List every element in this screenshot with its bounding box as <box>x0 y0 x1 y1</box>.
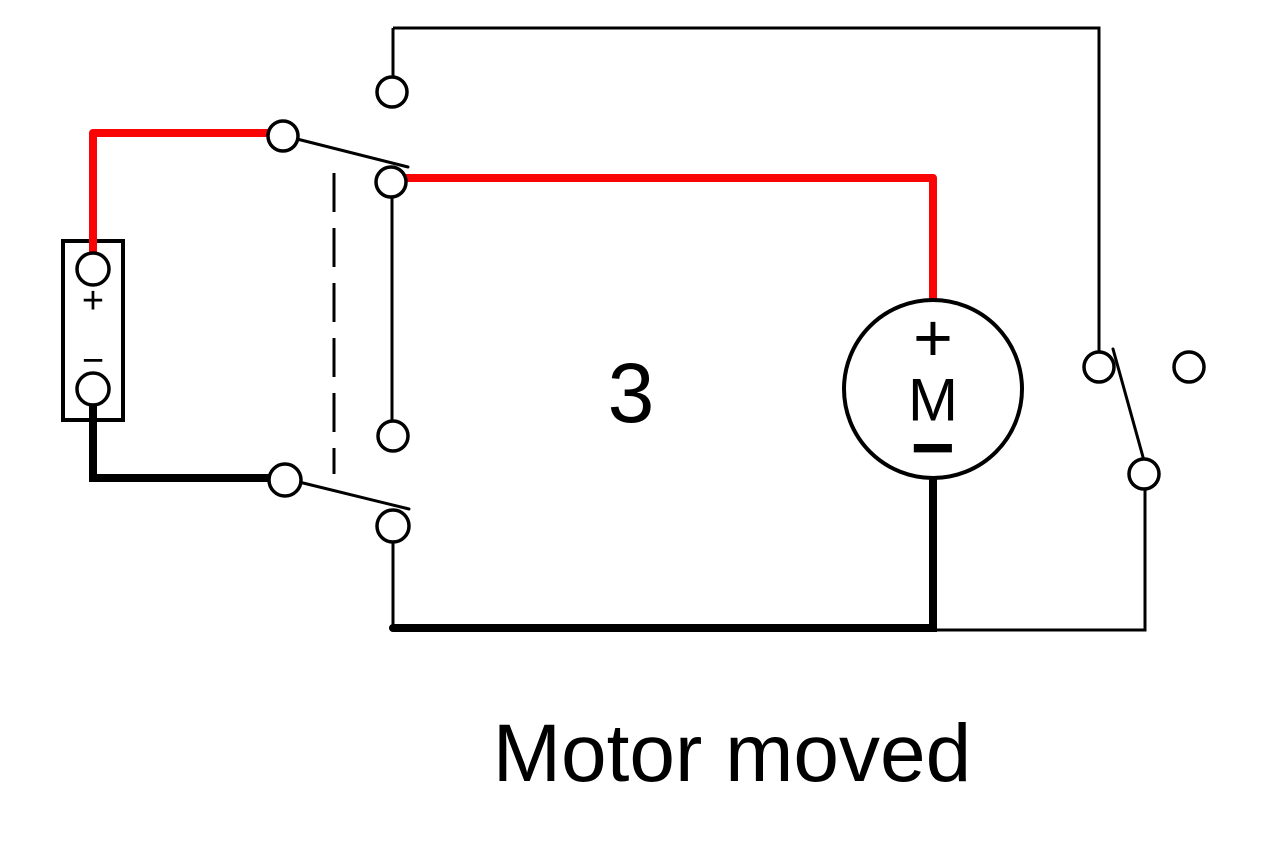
left-switch-pole2-common-terminal <box>267 462 303 498</box>
battery-plus-sign: + <box>82 280 104 322</box>
motor-positive-wire <box>402 174 937 304</box>
left-switch-pole1-lower-throw-terminal <box>374 165 408 199</box>
motor-body <box>842 298 1024 480</box>
step-number: 3 <box>608 346 655 440</box>
battery-negative-wire <box>89 400 272 482</box>
left-switch-pole2-lower-throw-terminal <box>375 508 411 544</box>
motor-negative-wire <box>389 474 937 632</box>
right-switch-left-terminal <box>1082 350 1116 384</box>
motor-label: M <box>908 367 958 434</box>
battery-positive-terminal <box>75 251 111 287</box>
battery-positive-wire <box>89 129 272 260</box>
right-switch-bottom-terminal <box>1127 457 1161 491</box>
caption: Motor moved <box>493 708 972 799</box>
right-switch-open-terminal <box>1172 350 1206 384</box>
bottom-return-wire <box>933 489 1147 632</box>
left-switch-pole1-common-terminal <box>266 119 300 153</box>
left-switch-pole2-lever <box>297 480 411 511</box>
motor-plus-sign: + <box>913 300 953 376</box>
motor-minus-sign: − <box>911 406 955 491</box>
top-rail-wire <box>393 26 1101 352</box>
battery-negative-terminal <box>75 371 111 407</box>
battery-minus-sign: − <box>82 340 104 382</box>
right-switch-lever <box>1111 347 1145 459</box>
left-switch-pole1-upper-throw-terminal <box>375 75 409 109</box>
left-switch-pole1-lever <box>295 137 410 169</box>
left-switch-pole2-upper-throw-terminal <box>376 419 410 453</box>
